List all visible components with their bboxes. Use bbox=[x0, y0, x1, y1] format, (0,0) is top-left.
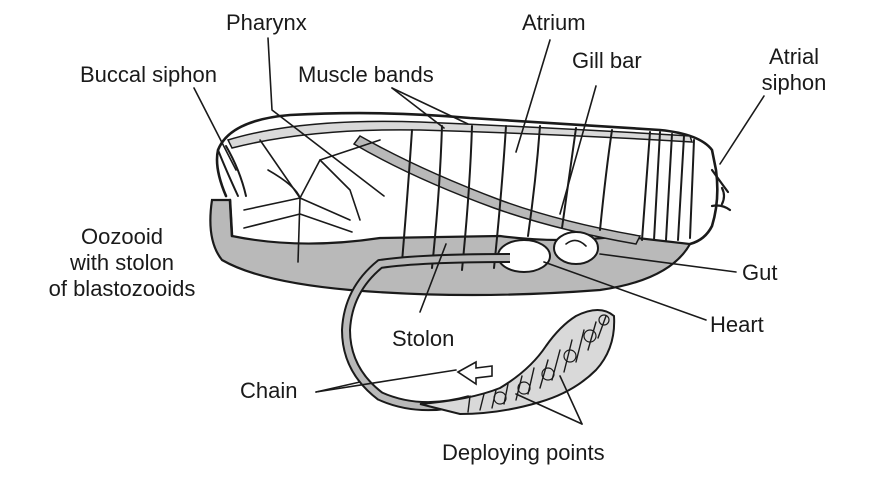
stolon-tube bbox=[340, 253, 511, 412]
label-atrial-siphon-line2: siphon bbox=[761, 70, 827, 95]
chain-arrow bbox=[456, 360, 493, 386]
label-buccal-siphon: Buccal siphon bbox=[80, 62, 217, 87]
label-pharynx: Pharynx bbox=[226, 10, 307, 35]
atrial-siphon-shape bbox=[710, 168, 732, 212]
label-atrial-siphon-line1: Atrial bbox=[768, 44, 820, 69]
label-oozooid: Oozooid with stolon of blastozooids bbox=[22, 224, 222, 302]
label-stolon: Stolon bbox=[392, 326, 455, 351]
muscle-bands-shape bbox=[401, 125, 695, 271]
label-atrial-siphon: Atrial siphon bbox=[746, 44, 842, 96]
dorsal-strip bbox=[226, 120, 694, 149]
pharynx-web bbox=[243, 139, 381, 263]
body-outline bbox=[215, 111, 719, 246]
label-oozooid-line1: Oozooid bbox=[81, 224, 163, 249]
buccal-siphon-shape bbox=[217, 145, 247, 197]
label-muscle-bands: Muscle bands bbox=[298, 62, 434, 87]
label-gut: Gut bbox=[742, 260, 778, 285]
label-chain: Chain bbox=[240, 378, 298, 403]
leader-lines bbox=[193, 37, 765, 425]
heart-shape bbox=[553, 231, 599, 265]
label-heart: Heart bbox=[710, 312, 764, 337]
label-deploying-points: Deploying points bbox=[442, 440, 605, 465]
body-floor bbox=[209, 198, 692, 297]
label-oozooid-line2: with stolon bbox=[70, 250, 174, 275]
label-oozooid-line3: of blastozooids bbox=[48, 276, 196, 301]
label-atrium: Atrium bbox=[522, 10, 586, 35]
label-gill-bar: Gill bar bbox=[572, 48, 642, 73]
